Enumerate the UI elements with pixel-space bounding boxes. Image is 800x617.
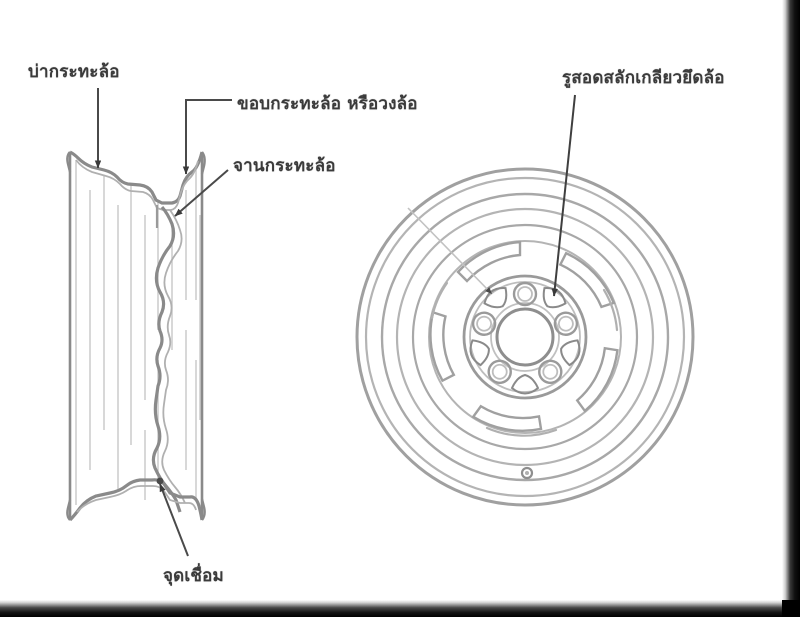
vent-slot <box>456 240 522 283</box>
label-bead-seat: บ่ากระทะล้อ <box>28 62 120 82</box>
wheel-circle-4 <box>395 207 655 467</box>
vent-slot-group <box>429 240 619 432</box>
scan-edge-right <box>782 0 800 617</box>
valve-hole <box>520 466 534 480</box>
vent-slot <box>558 251 616 309</box>
lug-bolt-hole <box>553 311 579 336</box>
vent-slot <box>429 310 456 383</box>
lug-bolt-hole <box>487 359 512 384</box>
flange-tip-bottom-left <box>66 499 72 521</box>
wheel-circle-2 <box>364 176 686 498</box>
hub-center-bore <box>495 307 555 367</box>
callout-leader-group <box>94 88 576 557</box>
wheel-circle-3 <box>380 192 670 482</box>
flange-tip-bottom-right <box>200 498 206 521</box>
wheel-circle-6 <box>428 240 622 434</box>
hub-center-bore-outer <box>490 302 560 372</box>
wheel-circle-5 <box>411 223 639 451</box>
rim-cross-section <box>66 150 206 522</box>
leader-bolt-holes <box>551 94 576 297</box>
wheel-disc-web <box>151 205 182 513</box>
lug-bolt-hole <box>471 311 497 336</box>
section-hatching <box>75 160 201 505</box>
wheel-face-view <box>355 167 695 507</box>
wheel-disc-web-inner <box>161 209 186 504</box>
weld-bead-marker <box>156 477 164 485</box>
wheel-hub <box>462 274 588 400</box>
flange-tip-top-right <box>200 151 206 175</box>
lug-bolt-hole-group <box>471 281 579 384</box>
rim-bottom-contour-inner <box>76 485 197 513</box>
rim-bottom-contour <box>68 478 204 522</box>
leader-wheel-disc <box>174 169 229 217</box>
wheel-outer-circle <box>355 167 695 507</box>
scan-edge-corner <box>782 600 800 617</box>
vent-slot <box>575 346 619 413</box>
flange-tip-top-left <box>66 151 72 173</box>
lug-bolt-hole <box>512 281 538 307</box>
lug-bolt-hole <box>538 359 563 384</box>
scan-edge-bottom <box>0 600 800 617</box>
vent-slot <box>471 404 543 432</box>
leader-weld-point <box>159 483 189 557</box>
label-bolt-holes: รูสอดสลักเกลียวยึดล้อ <box>562 68 725 88</box>
rim-top-contour <box>69 150 204 205</box>
label-wheel-disc: จานกระทะล้อ <box>233 156 336 176</box>
label-rim-edge: ขอบกระทะล้อ หรือวงล้อ <box>237 94 418 114</box>
leader-hub-faint <box>407 207 493 295</box>
leader-rim-edge <box>182 99 232 175</box>
rim-top-contour-inner <box>75 159 199 211</box>
inner-arc-group <box>430 281 619 437</box>
hub-outer-circle <box>462 274 588 400</box>
label-weld-point: จุดเชื่อม <box>163 566 224 586</box>
